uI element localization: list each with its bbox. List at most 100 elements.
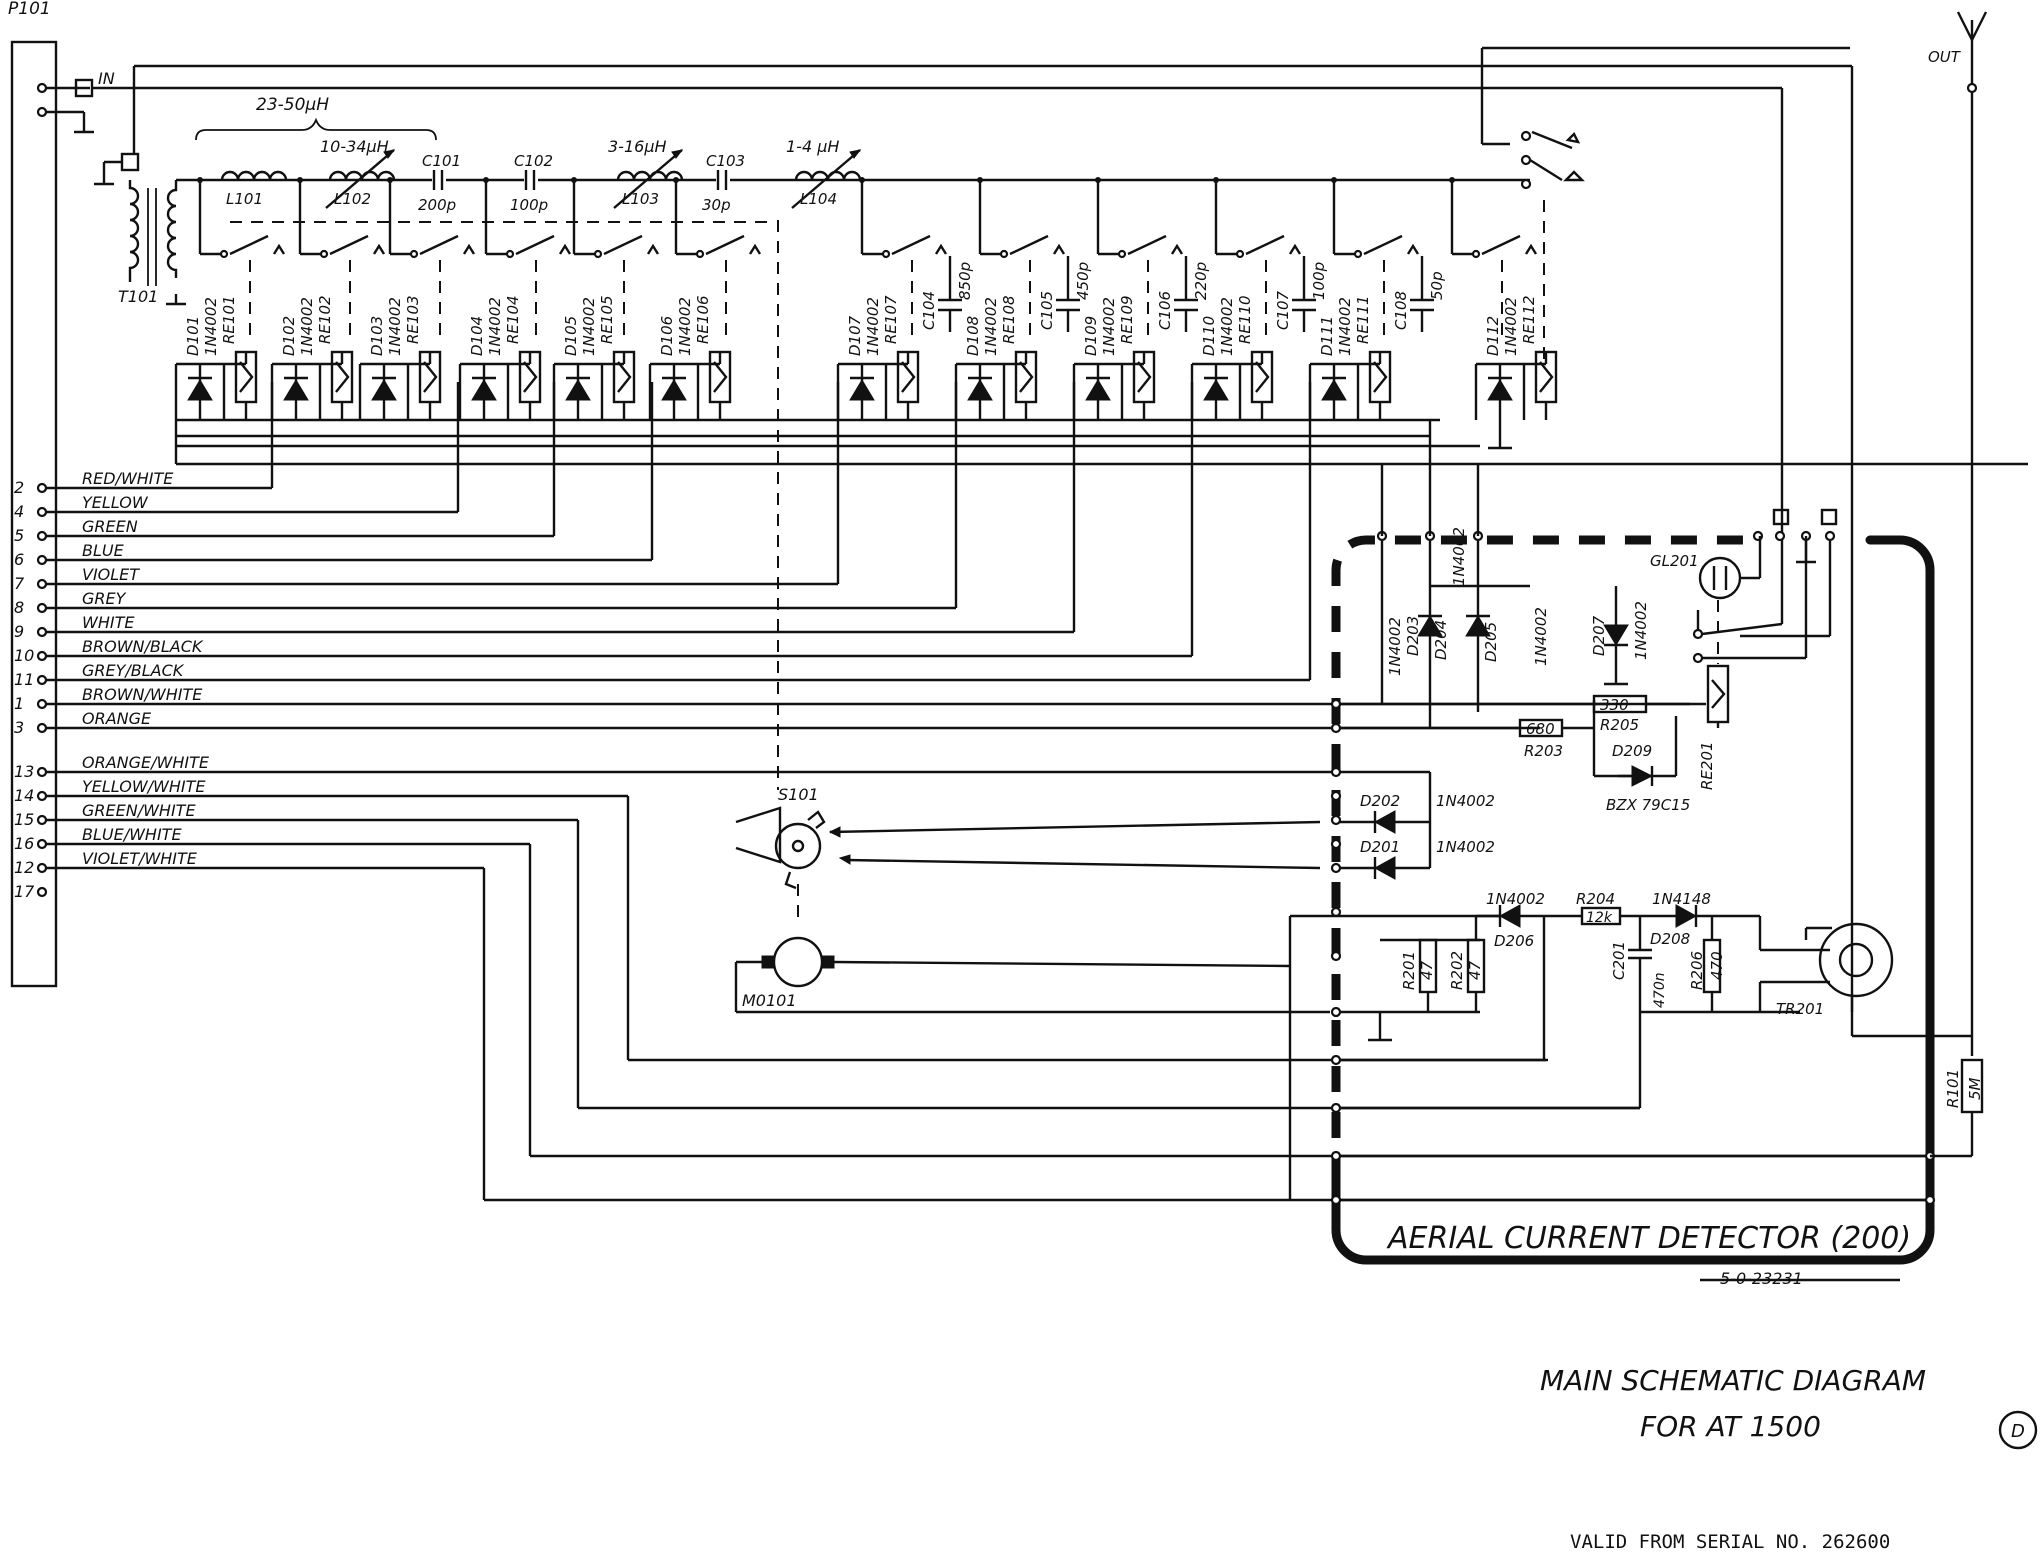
relay-buses — [174, 418, 2028, 466]
harness-wires — [80, 382, 1930, 1202]
capacitor-ref: C106 — [1156, 291, 1174, 330]
r101-value: 5M — [1966, 1077, 1984, 1100]
re201-ref: RE201 — [1698, 741, 1716, 790]
pin-number: 1 — [14, 694, 24, 713]
relay-diode-type: 1N4002 — [1502, 297, 1520, 356]
s101-label: S101 — [778, 785, 819, 804]
pin-number: 10 — [14, 646, 34, 665]
capacitor-ref: C103 — [706, 152, 745, 170]
gl201-ref: GL201 — [1650, 552, 1699, 570]
pin-wire-label: YELLOW — [82, 493, 149, 512]
c201-value: 470n — [1652, 972, 1668, 1008]
pin-wire-label: BROWN/BLACK — [82, 637, 204, 656]
inductor-ref: L103 — [622, 190, 659, 208]
d202-ref: D202 — [1360, 792, 1400, 810]
switch-s101: S101 — [735, 220, 1321, 920]
d206-ref: D206 — [1494, 932, 1534, 950]
relay-diode-ref: D106 — [658, 316, 676, 356]
serial-note: VALID FROM SERIAL NO. 262600 — [1570, 1531, 1890, 1553]
d204-ref: D204 — [1432, 620, 1450, 660]
r101: R101 5M — [1930, 1058, 1984, 1158]
r205-ref: R205 — [1600, 716, 1639, 734]
pin-number: 2 — [14, 478, 24, 497]
d209-ref: D209 — [1612, 742, 1652, 760]
inductor-range-brace — [195, 117, 437, 141]
pin-wire-label: GREY/BLACK — [82, 661, 185, 680]
d203-type: 1N4002 — [1386, 617, 1404, 676]
pin-wire-label: VIOLET/WHITE — [82, 849, 198, 868]
relay-coil-ref: RE112 — [1520, 295, 1538, 344]
capacitor-ref: C108 — [1392, 291, 1410, 330]
t101-label: T101 — [118, 287, 158, 306]
capacitor-ref: C101 — [422, 152, 461, 170]
d209-type: BZX 79C15 — [1606, 796, 1690, 814]
motor-m0101: M0101 — [734, 936, 1330, 1014]
r202-value: 47 — [1466, 960, 1484, 980]
relay-diode-ref: D101 — [184, 316, 202, 356]
pin-16: 16 BLUE/WHITE — [14, 825, 182, 853]
pin-number: 16 — [14, 834, 34, 853]
pin-wire-label: GREEN — [82, 517, 138, 536]
pin-number: 15 — [14, 810, 34, 829]
relay-coil-ref: RE108 — [1000, 295, 1018, 344]
inductor-range-label: 23-50μH — [256, 95, 329, 115]
relay-coil-ref: RE103 — [404, 295, 422, 344]
capacitor-value: 100p — [1310, 262, 1328, 300]
relay-diode-ref: D111 — [1318, 316, 1336, 356]
d208-ref: D208 — [1650, 930, 1690, 948]
relay-diode-ref: D110 — [1200, 316, 1218, 356]
d208-type: 1N4148 — [1652, 890, 1711, 908]
c201-ref: C201 — [1610, 941, 1628, 980]
pin-wire-label: WHITE — [82, 613, 135, 632]
capacitor-value: 30p — [702, 196, 731, 214]
d205-ref: D205 — [1482, 622, 1500, 662]
pin-number: 13 — [14, 762, 34, 781]
relay-diode-ref: D104 — [468, 316, 486, 356]
d207-ref: D207 — [1590, 615, 1608, 656]
capacitor-ref: C107 — [1274, 290, 1292, 330]
relay-diode-type: 1N4002 — [864, 297, 882, 356]
pin-wire-label: BROWN/WHITE — [82, 685, 203, 704]
relay-diode-type: 1N4002 — [386, 297, 404, 356]
capacitor-ref: C105 — [1038, 291, 1056, 330]
inductor-value: 1-4 μH — [786, 137, 839, 156]
relay-diode-type: 1N4002 — [580, 297, 598, 356]
d201-ref: D201 — [1360, 838, 1400, 856]
pin-1: 1 BROWN/WHITE — [14, 685, 203, 713]
pin-number: 3 — [14, 718, 24, 737]
r201-value: 47 — [1418, 960, 1436, 980]
pin-wire-label: BLUE/WHITE — [82, 825, 182, 844]
relay-coil-ref: RE107 — [882, 295, 900, 344]
capacitor-value: 850p — [956, 262, 974, 300]
d204-type: 1N4002 — [1450, 527, 1468, 586]
capacitor-ref: C102 — [514, 152, 553, 170]
relay-coil-ref: RE104 — [504, 295, 522, 344]
pin-number: 6 — [14, 550, 24, 569]
capacitor-ref: C104 — [920, 291, 938, 330]
r206-ref: R206 — [1688, 951, 1706, 990]
r101-ref: R101 — [1944, 1069, 1962, 1108]
